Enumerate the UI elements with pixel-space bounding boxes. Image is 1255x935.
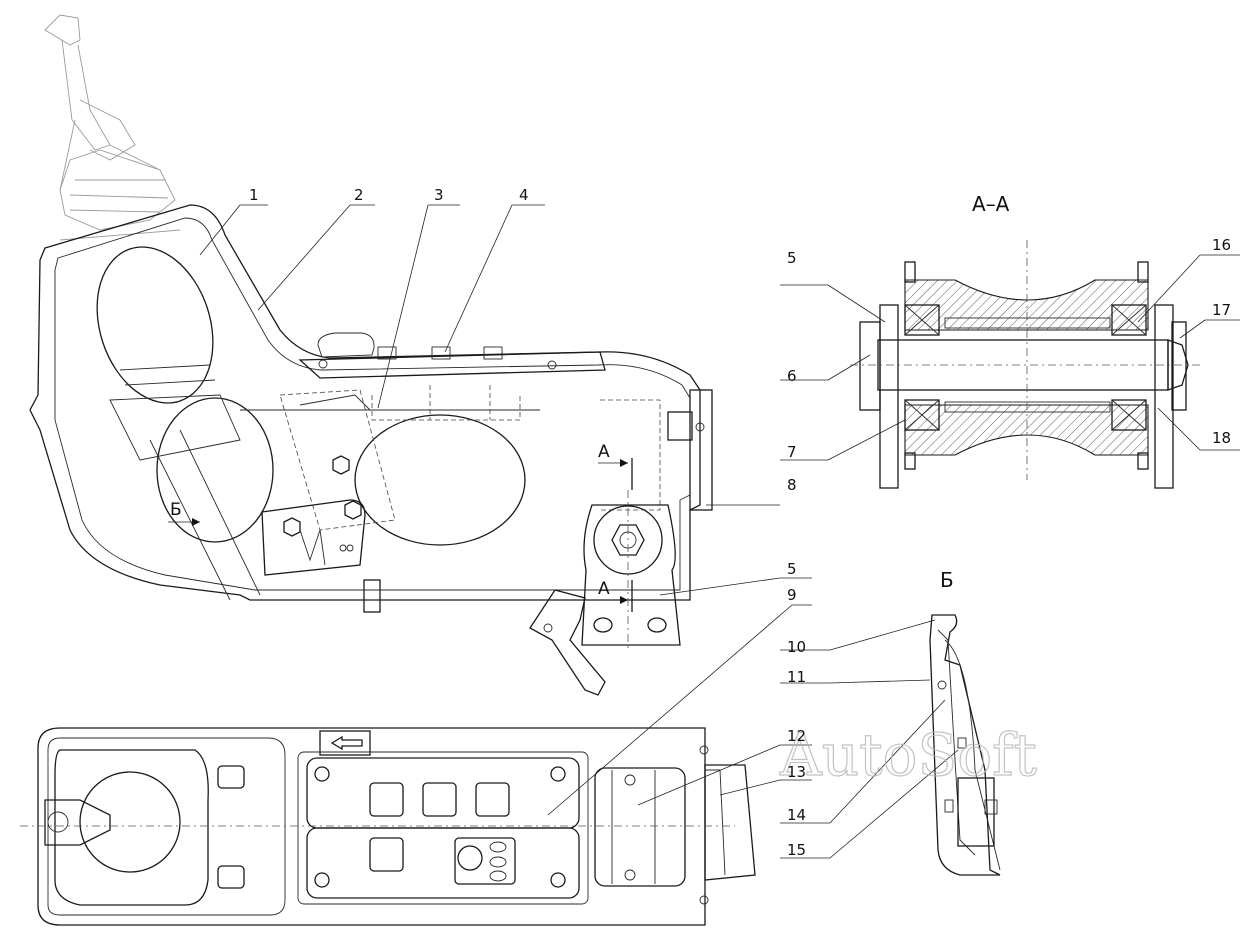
section-mark-a-top: А bbox=[598, 442, 610, 462]
callout-1: 1 bbox=[249, 186, 259, 204]
section-b: Б bbox=[780, 568, 1001, 876]
section-aa-title: А–А bbox=[972, 192, 1010, 216]
callout-14: 14 bbox=[787, 806, 806, 824]
callout-15: 15 bbox=[787, 841, 806, 859]
callout-6: 6 bbox=[787, 367, 797, 385]
callout-2: 2 bbox=[354, 186, 364, 204]
section-mark-b: Б bbox=[170, 500, 182, 520]
callout-labels: 1 2 3 4 5 6 7 8 5 9 10 11 12 13 14 15 16… bbox=[249, 186, 1231, 859]
pivot-mount bbox=[581, 504, 681, 646]
callout-7: 7 bbox=[787, 443, 797, 461]
callout-5-b: 5 bbox=[787, 560, 797, 578]
callout-8: 8 bbox=[787, 476, 797, 494]
housing-outline bbox=[29, 204, 701, 601]
callout-3: 3 bbox=[434, 186, 444, 204]
plan-view bbox=[20, 604, 812, 926]
callout-16: 16 bbox=[1212, 236, 1231, 254]
callout-9: 9 bbox=[787, 586, 797, 604]
watermark: AutoSoft bbox=[779, 721, 1037, 789]
callout-4: 4 bbox=[519, 186, 529, 204]
callout-17: 17 bbox=[1212, 301, 1231, 319]
section-b-title: Б bbox=[940, 568, 954, 592]
callout-13: 13 bbox=[787, 763, 806, 781]
callout-10: 10 bbox=[787, 638, 806, 656]
callout-11: 11 bbox=[787, 668, 806, 686]
side-view: А А Б bbox=[29, 14, 812, 696]
section-mark-a-bottom: А bbox=[598, 579, 610, 599]
callout-5: 5 bbox=[787, 249, 797, 267]
callout-18: 18 bbox=[1212, 429, 1231, 447]
section-aa: А–А bbox=[780, 192, 1240, 489]
joystick-lever bbox=[44, 14, 181, 241]
callout-12: 12 bbox=[787, 727, 806, 745]
